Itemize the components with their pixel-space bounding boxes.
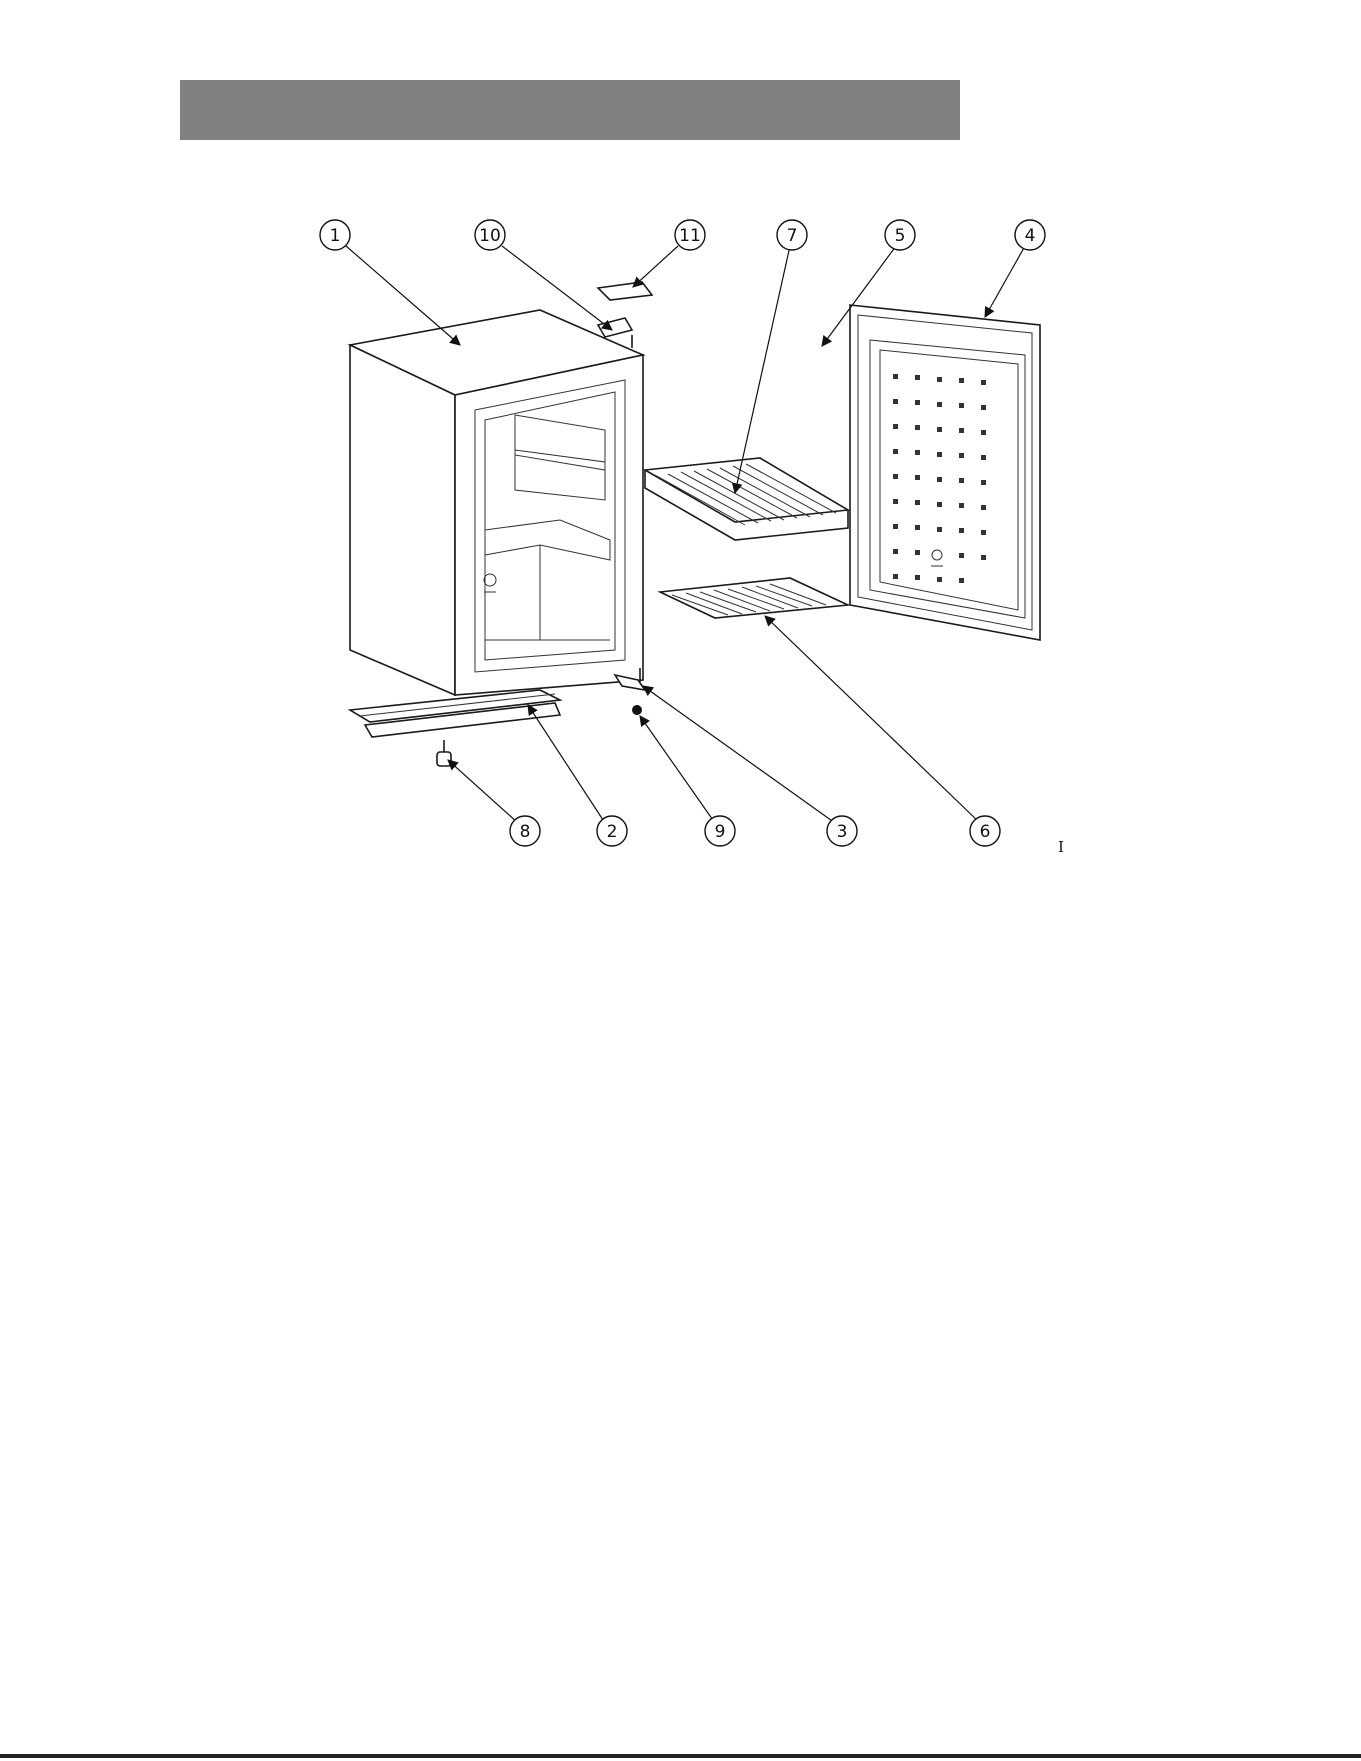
upper-wire-shelf (645, 458, 848, 540)
door (850, 305, 1040, 640)
hinge-bushing (632, 705, 642, 715)
callout-7-number: 7 (787, 226, 798, 246)
bottom-border (0, 1754, 1361, 1758)
callout-8: 8 (510, 816, 540, 846)
levelling-foot (437, 740, 451, 766)
callout-1-number: 1 (330, 226, 341, 246)
lower-wire-shelf (660, 578, 848, 618)
callout-4-number: 4 (1025, 226, 1036, 246)
callout-6: 6 (970, 816, 1000, 846)
refrigerator-exploded-diagram: 1 10 11 7 5 4 8 2 9 3 6 I (0, 0, 1361, 880)
callout-3: 3 (827, 816, 857, 846)
callout-6-number: 6 (980, 822, 991, 842)
callout-4: 4 (1015, 220, 1045, 250)
stray-mark: I (1058, 838, 1064, 856)
callout-11: 11 (675, 220, 705, 250)
callout-11-number: 11 (679, 226, 701, 246)
callout-5-number: 5 (895, 226, 906, 246)
cabinet (350, 310, 643, 695)
callout-2: 2 (597, 816, 627, 846)
callout-9: 9 (705, 816, 735, 846)
callout-3-number: 3 (837, 822, 848, 842)
callout-5: 5 (885, 220, 915, 250)
hinge-cover (598, 282, 652, 300)
callout-10: 10 (475, 220, 505, 250)
callout-2-number: 2 (607, 822, 618, 842)
callout-10-number: 10 (479, 226, 501, 246)
callout-7: 7 (777, 220, 807, 250)
callout-9-number: 9 (715, 822, 726, 842)
callout-1: 1 (320, 220, 350, 250)
callout-8-number: 8 (520, 822, 531, 842)
base-plate (350, 690, 560, 737)
